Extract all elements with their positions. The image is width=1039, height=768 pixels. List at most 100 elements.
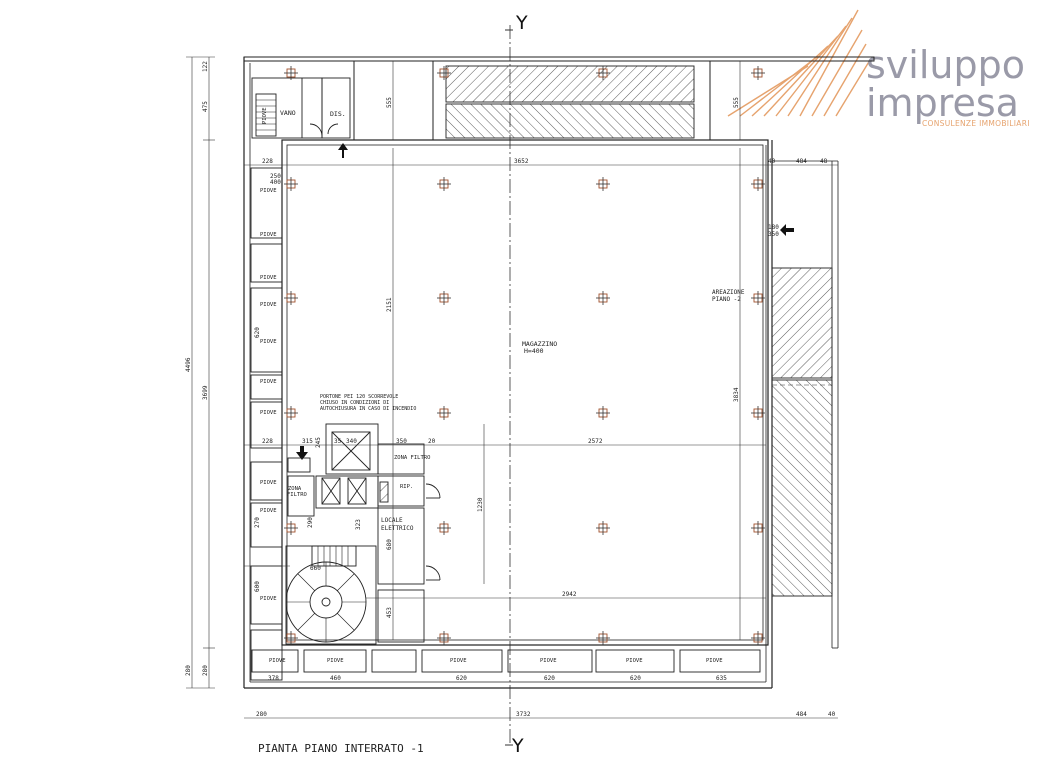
- dim-top-40: 40: [768, 158, 776, 165]
- hatched-shaft-top-2: [445, 103, 695, 139]
- dim-mid-2572: 2572: [588, 438, 603, 445]
- piove-l9: PIOVE: [260, 508, 277, 514]
- dim-b-378: 378: [268, 675, 279, 682]
- piove-l10: PIOVE: [260, 596, 277, 602]
- dim-555-b: 555: [733, 97, 740, 108]
- dim-bottom-40: 40: [828, 711, 836, 718]
- dim-mid-20: 20: [428, 438, 436, 445]
- left-piove-rooms: [250, 167, 283, 681]
- dim-top-3652: 3652: [514, 158, 529, 165]
- dim-top-48: 48: [820, 158, 828, 165]
- dim-600: 600: [254, 581, 261, 592]
- room-label-locale-elettrico-1: LOCALE: [381, 517, 403, 524]
- dim-122: 122: [202, 61, 209, 72]
- dim-bottom-484: 484: [796, 711, 807, 718]
- dim-453: 453: [386, 607, 393, 618]
- portone-note-1: PORTONE PEI 120 SCORREVOLE: [320, 394, 398, 400]
- dim-660: 660: [310, 565, 321, 572]
- y-axis-label-bottom: Y: [511, 735, 524, 757]
- piove-l1: PIOVE: [260, 188, 277, 194]
- room-label-areazione-1: AREAZIONE: [712, 289, 745, 296]
- piove-l3: PIOVE: [260, 275, 277, 281]
- dim-2151: 2151: [386, 297, 393, 312]
- room-label-locale-elettrico-2: ELETTRICO: [381, 525, 414, 532]
- stair-vano-block: [251, 77, 351, 139]
- hatched-shaft-top-1: [445, 65, 695, 103]
- dim-mid-340: 340: [346, 438, 357, 445]
- dim-323: 323: [355, 519, 362, 530]
- room-label-zona-filtro: ZONA FILTRO: [394, 455, 430, 461]
- dim-top-484: 484: [796, 158, 807, 165]
- piove-l8: PIOVE: [260, 480, 277, 486]
- y-axis-label-top: Y: [515, 12, 528, 34]
- portone-note-2: CHIUSO IN CONDIZIONI DI: [320, 400, 389, 406]
- room-label-zona-filtro-left-2: FILTRO: [287, 492, 307, 498]
- dim-475: 475: [202, 101, 209, 112]
- logo-tagline: CONSULENZE IMMOBILIARI: [922, 119, 1030, 128]
- piove-b6: PIOVE: [706, 658, 723, 664]
- dim-280-left-a: 280: [185, 665, 192, 676]
- dim-250: 250: [270, 173, 281, 180]
- dim-2942: 2942: [562, 591, 577, 598]
- dim-mid-315: 315: [302, 438, 313, 445]
- dim-b-620c: 620: [630, 675, 641, 682]
- dim-bottom-280: 280: [256, 711, 267, 718]
- piove-l7: PIOVE: [260, 410, 277, 416]
- dim-3834: 3834: [733, 387, 740, 402]
- company-logo: sviluppo impresa CONSULENZE IMMOBILIARI: [727, 9, 1030, 128]
- room-label-zona-filtro-left-1: ZONA: [288, 486, 302, 492]
- drawing-caption: PIANTA PIANO INTERRATO -1: [258, 742, 424, 755]
- dim-mid-350: 350: [396, 438, 407, 445]
- hatched-shaft-right-2: [771, 379, 833, 597]
- piove-b5: PIOVE: [626, 658, 643, 664]
- entrance-arrow-left-icon: [296, 446, 308, 460]
- dim-total-height: 4496: [185, 357, 192, 372]
- service-core: [287, 423, 441, 643]
- piove-b3: PIOVE: [450, 658, 467, 664]
- piove-l6: PIOVE: [260, 379, 277, 385]
- dim-b-620b: 620: [544, 675, 555, 682]
- portone-note-3: AUTOCHIUSURA IN CASO DI INCENDIO: [320, 406, 416, 412]
- hatched-shaft-right-1: [771, 267, 833, 379]
- dim-mid-35: 35: [334, 438, 342, 445]
- dim-620: 620: [254, 327, 261, 338]
- dimension-lines: [186, 56, 838, 719]
- entrance-arrow-right-icon: [780, 224, 794, 236]
- logo-line1: sviluppo: [866, 43, 1025, 87]
- dim-bottom-3732: 3732: [516, 711, 531, 718]
- room-label-dis: DIS.: [330, 110, 346, 118]
- piove-l2: PIOVE: [260, 232, 277, 238]
- room-label-areazione-2: PIANO -2: [712, 296, 741, 303]
- dim-1230: 1230: [477, 497, 484, 512]
- dim-b-635: 635: [716, 675, 727, 682]
- room-label-vano: VANO: [280, 109, 296, 117]
- dim-mid-228: 228: [262, 438, 273, 445]
- room-label-rip: RIP.: [400, 484, 413, 490]
- entrance-arrow-icon: [338, 143, 348, 158]
- piove-b2: PIOVE: [327, 658, 344, 664]
- piove-l4: PIOVE: [260, 302, 277, 308]
- dim-b-460: 460: [330, 675, 341, 682]
- piove-b4: PIOVE: [540, 658, 557, 664]
- dim-290: 290: [307, 517, 314, 528]
- dim-400: 400: [270, 179, 281, 186]
- room-label-piove-stair: PIOVE: [262, 107, 268, 124]
- logo-stripes-icon: [727, 9, 871, 117]
- dim-mid-245: 245: [315, 437, 322, 448]
- bottom-piove-rooms: [251, 649, 761, 673]
- dim-350b: 350: [768, 231, 779, 238]
- dim-top-228: 228: [262, 158, 273, 165]
- dim-b-620a: 620: [456, 675, 467, 682]
- logo-line2: impresa: [866, 81, 1019, 125]
- dim-180: 180: [768, 224, 779, 231]
- dim-280-left-b: 280: [202, 665, 209, 676]
- dim-680: 680: [386, 539, 393, 550]
- stairs-and-spiral-ramp: [285, 545, 377, 645]
- room-label-magazzino: MAGAZZINO: [522, 340, 557, 348]
- dim-555-a: 555: [386, 97, 393, 108]
- piove-b1: PIOVE: [269, 658, 286, 664]
- dim-height-2: 3699: [202, 385, 209, 400]
- piove-l5: PIOVE: [260, 339, 277, 345]
- dim-270: 270: [254, 517, 261, 528]
